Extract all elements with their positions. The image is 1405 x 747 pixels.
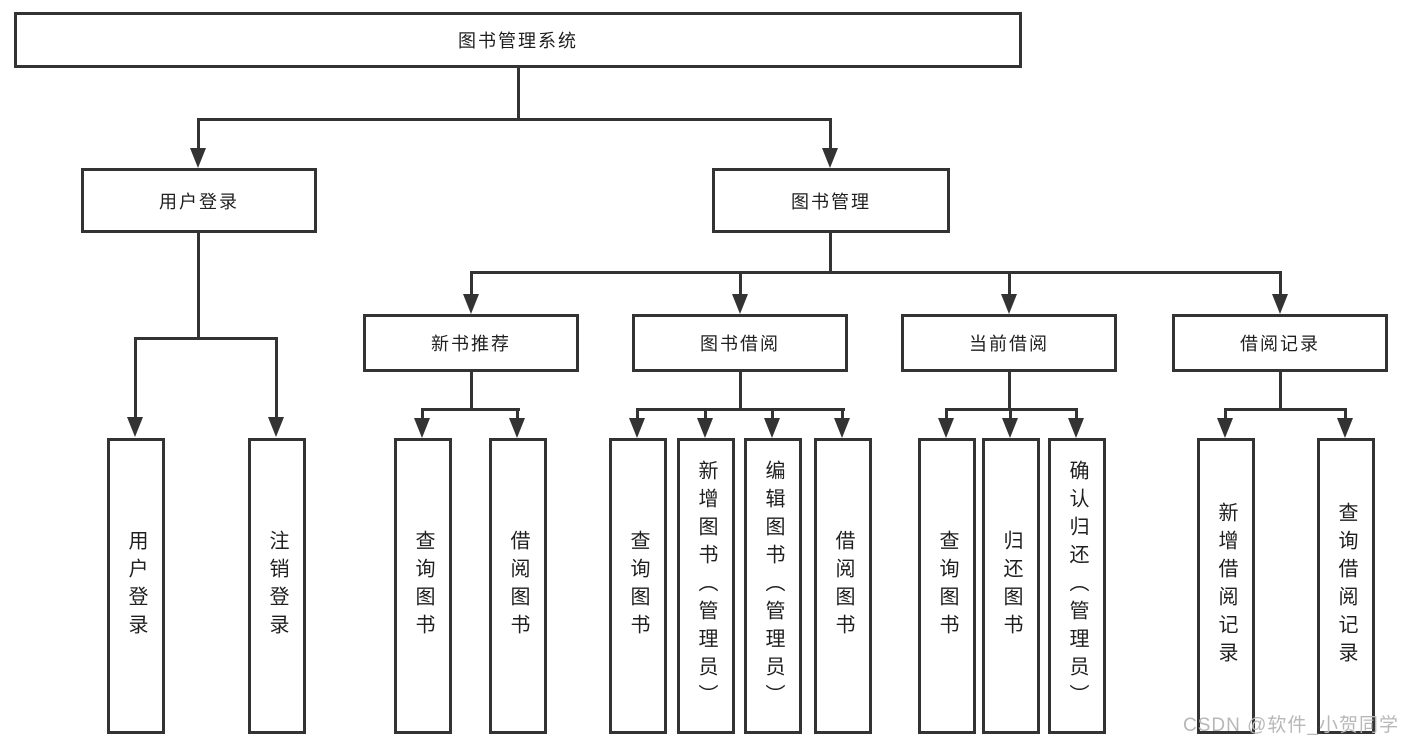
arrow-down-icon (938, 418, 954, 438)
node-label: 当前借阅 (969, 334, 1049, 354)
arrow-down-icon (1337, 418, 1353, 438)
csdn-watermark: CSDN @软件_小贺同学 (1183, 715, 1399, 736)
connector-line (275, 337, 278, 418)
node-label: 借阅图书 (832, 530, 854, 642)
arrow-down-icon (1217, 418, 1233, 438)
arrow-down-icon (732, 294, 748, 314)
connector-line (1008, 271, 1011, 295)
arrow-down-icon (414, 418, 430, 438)
connector-line (421, 408, 520, 411)
node-label: 查询图书 (627, 530, 649, 642)
arrow-down-icon (1272, 294, 1288, 314)
connector-line (516, 408, 519, 419)
node-label: 确认归还（管理员） (1066, 460, 1088, 712)
connector-line (829, 118, 832, 150)
connector-line (470, 271, 473, 295)
connector-line (636, 408, 845, 411)
arrow-down-icon (1001, 294, 1017, 314)
connector-line (470, 372, 473, 411)
connector-line (1279, 372, 1282, 411)
node-book-borrowing: 图书借阅 (632, 314, 848, 372)
node-label: 图书借阅 (700, 334, 780, 354)
connector-line (517, 68, 520, 121)
node-label: 新增借阅记录 (1215, 502, 1237, 670)
arrow-down-icon (834, 418, 850, 438)
node-label: 借阅图书 (507, 530, 529, 642)
connector-line (1008, 372, 1011, 411)
node-label: 用户登录 (159, 191, 239, 212)
connector-line (841, 408, 844, 419)
connector-line (704, 408, 707, 419)
arrow-down-icon (697, 418, 713, 438)
node-label: 用户登录 (125, 530, 147, 642)
node-add-books-admin: 新增图书（管理员） (677, 438, 735, 734)
arrow-down-icon (1068, 418, 1084, 438)
connector-line (1009, 408, 1012, 419)
arrow-down-icon (764, 418, 780, 438)
node-label: 查询图书 (412, 530, 434, 642)
node-borrow-books-action: 借阅图书 (814, 438, 872, 734)
node-label: 注销登录 (266, 530, 288, 642)
connector-line (829, 233, 832, 274)
node-return-books: 归还图书 (982, 438, 1040, 734)
node-label: 新书推荐 (431, 334, 511, 354)
node-query-books-recommend: 查询图书 (394, 438, 452, 734)
node-edit-books-admin: 编辑图书（管理员） (744, 438, 802, 734)
arrow-down-icon (127, 417, 143, 437)
node-current-borrowing: 当前借阅 (901, 314, 1117, 372)
node-book-management-system: 图书管理系统 (14, 12, 1022, 68)
node-label: 查询图书 (936, 530, 958, 642)
connector-line (1344, 408, 1347, 419)
node-label: 编辑图书（管理员） (762, 460, 784, 712)
connector-line (197, 233, 200, 340)
connector-line (945, 408, 948, 419)
node-user-login-action: 用户登录 (107, 438, 165, 734)
node-query-books-current: 查询图书 (918, 438, 976, 734)
node-book-management: 图书管理 (712, 168, 950, 233)
node-label: 查询借阅记录 (1335, 502, 1357, 670)
connector-line (771, 408, 774, 419)
node-borrow-books-recommend: 借阅图书 (489, 438, 547, 734)
arrow-down-icon (1002, 418, 1018, 438)
connector-line (197, 118, 200, 150)
connector-line (197, 118, 831, 121)
connector-line (470, 271, 1282, 274)
connector-line (1075, 408, 1078, 419)
node-label: 归还图书 (1000, 530, 1022, 642)
connector-line (739, 372, 742, 411)
node-label: 借阅记录 (1240, 334, 1320, 354)
connector-line (1224, 408, 1346, 411)
connector-line (134, 337, 137, 418)
node-label: 图书管理 (791, 191, 871, 212)
node-confirm-return-admin: 确认归还（管理员） (1048, 438, 1106, 734)
connector-line (134, 337, 278, 340)
node-label: 图书管理系统 (458, 31, 578, 51)
arrow-down-icon (463, 294, 479, 314)
connector-line (739, 271, 742, 295)
connector-line (421, 408, 424, 419)
connector-line (1279, 271, 1282, 295)
node-new-book-recommendation: 新书推荐 (363, 314, 579, 372)
connector-line (1224, 408, 1227, 419)
node-borrowing-records: 借阅记录 (1172, 314, 1388, 372)
arrow-down-icon (509, 418, 525, 438)
node-query-borrow-record: 查询借阅记录 (1317, 438, 1375, 734)
node-user-login: 用户登录 (81, 168, 317, 233)
node-logout-action: 注销登录 (248, 438, 306, 734)
arrow-down-icon (268, 417, 284, 437)
arrow-down-icon (190, 148, 206, 168)
node-label: 新增图书（管理员） (695, 460, 717, 712)
arrow-down-icon (822, 148, 838, 168)
arrow-down-icon (629, 418, 645, 438)
node-query-books-borrow: 查询图书 (609, 438, 667, 734)
node-add-borrow-record: 新增借阅记录 (1197, 438, 1255, 734)
connector-line (636, 408, 639, 419)
